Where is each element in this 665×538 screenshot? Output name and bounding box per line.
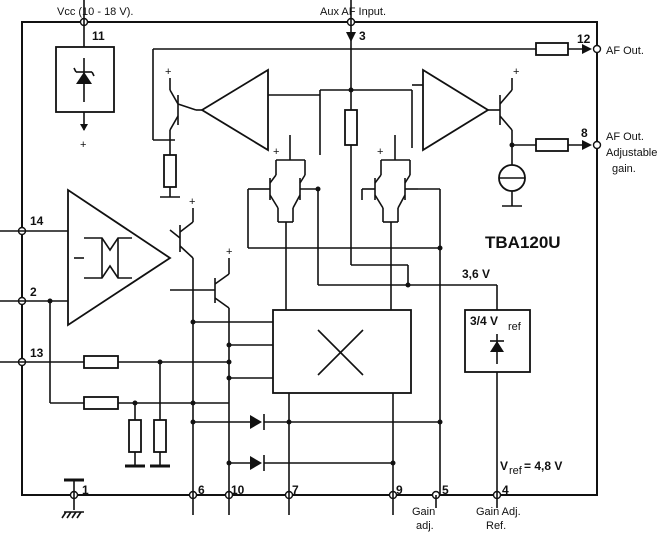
input-wiring [22,230,229,468]
af-out-adj-line2: Adjustable [606,147,657,159]
plus-vcc: + [80,139,86,151]
af-out-resistor [535,42,569,56]
right-output-transistor [499,78,590,165]
pin-7-label: 7 [292,483,299,497]
input-resistor-2 [83,396,119,410]
diode-upper-icon [193,414,440,430]
input-resistor-13 [83,355,119,369]
gain-adj-ref-line1: Gain Adj. [476,506,521,518]
shunt-resistor-a [128,419,142,453]
af-out-arrow-icon [582,44,592,54]
input-amp-detector-icon [74,237,132,279]
vcc-label: Vcc (10 - 18 V). [57,6,133,18]
vref-value-sub: ref [509,465,523,477]
pin-9-label: 9 [396,483,403,497]
shunt-resistor-b [153,419,167,453]
plus-left-amp: + [165,66,171,78]
chip-outline [21,21,598,496]
pin-8-label: 8 [581,126,588,140]
vref-zener-icon [490,334,504,364]
diode-lower-icon [229,455,393,471]
aux-input-arrow-icon [346,32,356,42]
multiplier-cross-icon [317,329,364,376]
pin-4-label: 4 [502,483,509,497]
gain-adj-ref-line2: Ref. [486,520,506,532]
chip-title: TBA120U [485,233,561,252]
pin-terminals [17,17,602,500]
pin-1-label: 1 [82,483,89,497]
diff-pair-left [247,135,440,310]
left-amplifier-triangle [200,68,269,152]
mid-transistor-upper [169,208,194,495]
multiplier-bottom-wiring [288,393,394,495]
aux-af-input-label: Aux AF Input. [320,6,386,18]
pin-3-label: 3 [359,29,366,43]
pin-6-label: 6 [198,483,205,497]
pin-12-label: 12 [577,32,591,46]
ground-pin1-icon [61,478,84,519]
adj-out-resistor [535,138,569,152]
af-out-line [152,48,590,141]
ref-network [407,265,498,495]
gain-adj-line1: Gain [412,506,435,518]
vcc-zener-block [55,22,115,131]
pin-5-label: 5 [442,483,449,497]
af-out-adj-line3: gain. [612,163,636,175]
pin-11-label: 11 [92,29,105,43]
af-out-label: AF Out. [606,45,644,57]
input-amplifier-triangle [67,188,172,327]
junction-dots [47,87,515,466]
plus-diff-right: + [377,146,383,158]
vref-value-main: V [500,459,508,473]
gain-adj-line2: adj. [416,520,434,532]
pin-13-label: 13 [30,346,44,360]
plus-mid-lower: + [226,246,232,258]
plus-right-amp: + [513,66,519,78]
plus-diff-left: + [273,146,279,158]
af-out-adj-line1: AF Out. [606,131,644,143]
vref-value-tail: = 4,8 V [524,459,562,473]
aux-input-network [268,45,423,266]
diff-pair-right [317,135,441,495]
pin-10-label: 10 [231,483,245,497]
right-amplifier-triangle [422,68,490,152]
aux-input-resistor [344,109,358,146]
left-emitter-resistor [163,154,177,188]
vref-box-main: 3/4 V [470,314,498,328]
v36-label: 3,6 V [462,267,490,281]
pin-2-label: 2 [30,285,37,299]
plus-mid-upper: + [189,196,195,208]
vref-box-sub: ref [508,321,522,333]
pin-14-label: 14 [30,214,44,228]
left-output-transistor [169,78,197,155]
mid-transistor-lower [170,258,273,495]
adj-out-arrow-icon [582,140,592,150]
current-source-icon [498,164,526,207]
